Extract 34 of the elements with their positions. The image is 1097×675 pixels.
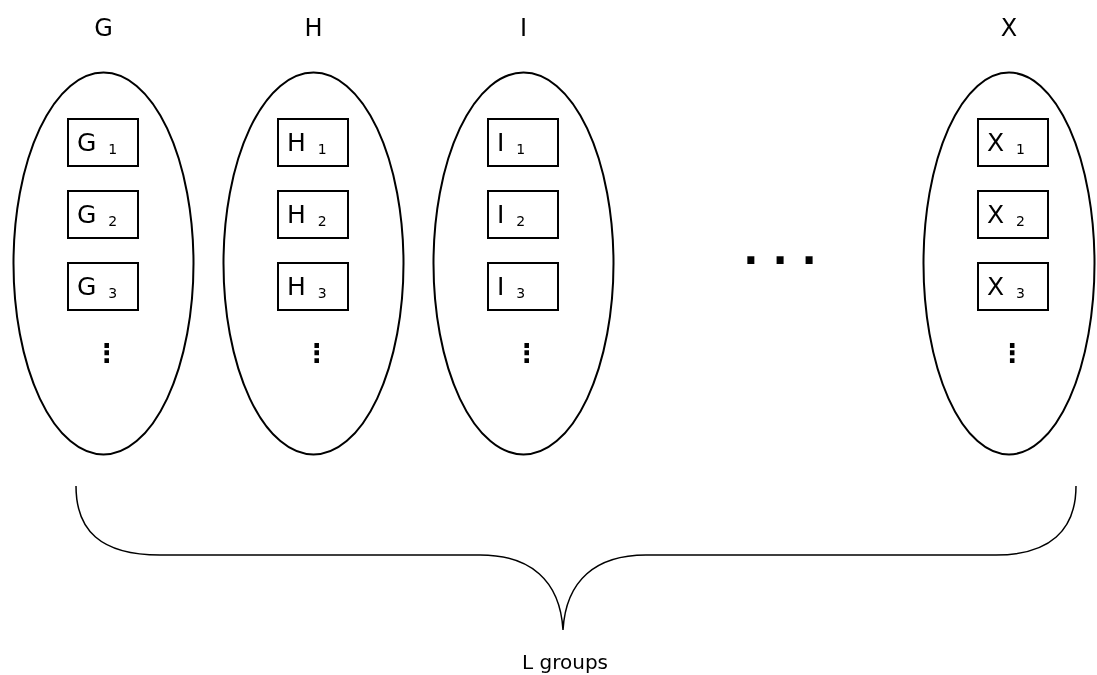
member-box xyxy=(977,118,1049,167)
member-box xyxy=(67,118,139,167)
member-box xyxy=(277,262,349,311)
member-label: H $_{1}$ xyxy=(287,127,327,158)
member-box xyxy=(67,262,139,311)
member-label: I $_{2}$ xyxy=(497,199,526,230)
member-label: G $_{2}$ xyxy=(77,199,118,230)
vertical-ellipsis: ⋮ xyxy=(303,337,330,369)
member-label: X $_{3}$ xyxy=(987,271,1025,302)
vertical-ellipsis: ⋮ xyxy=(93,337,120,369)
member-box xyxy=(277,190,349,239)
group-heading: X xyxy=(999,13,1019,43)
group-heading: H xyxy=(303,13,324,43)
member-label: X $_{2}$ xyxy=(987,199,1025,230)
brace-label: L groups xyxy=(521,649,609,675)
vertical-ellipsis: ⋮ xyxy=(513,337,540,369)
member-box xyxy=(487,262,559,311)
member-box xyxy=(67,190,139,239)
member-label: G $_{3}$ xyxy=(77,271,118,302)
member-box xyxy=(277,118,349,167)
member-label: I $_{3}$ xyxy=(497,271,526,302)
member-box xyxy=(977,190,1049,239)
group-heading: G xyxy=(93,13,114,43)
ellipsis-text: · · · xyxy=(742,240,818,280)
member-box xyxy=(487,118,559,167)
member-label: X $_{1}$ xyxy=(987,127,1025,158)
member-box xyxy=(487,190,559,239)
group-heading: I xyxy=(518,13,529,43)
member-label: I $_{1}$ xyxy=(497,127,526,158)
member-label: H $_{3}$ xyxy=(287,271,327,302)
vertical-ellipsis: ⋮ xyxy=(999,337,1025,369)
member-box xyxy=(977,262,1049,311)
member-label: H $_{2}$ xyxy=(287,199,327,230)
member-label: G $_{1}$ xyxy=(77,127,118,158)
